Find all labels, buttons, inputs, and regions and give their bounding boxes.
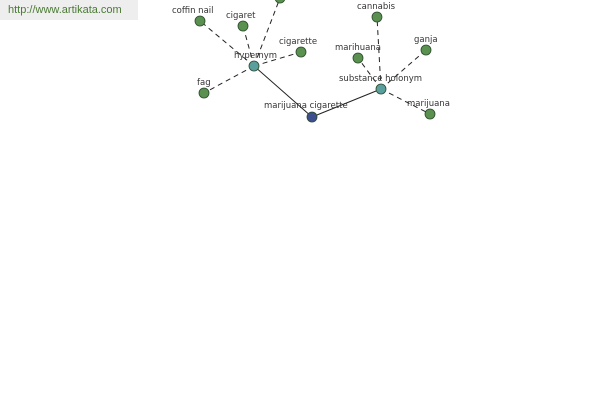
label-cigarette: cigarette [279,37,317,47]
node-marijuana[interactable] [424,108,436,120]
edge-hypernym-coffin-nail [199,20,255,67]
label-marihuana: marihuana [335,43,381,53]
edge-hypernym-cigarette [253,51,302,67]
node-root[interactable] [306,111,318,123]
edge-substance-holonym-marijuana [380,88,431,115]
source-url[interactable]: http://www.artikata.com [0,0,138,20]
edge-hypernym-fag [203,65,255,94]
label-cannabis: cannabis [357,2,396,12]
edge-hypernym-offscreen [253,0,280,67]
label-hypernym: hypernym [234,51,277,61]
label-root: marijuana cigarette [264,101,348,111]
label-cigaret: cigaret [226,11,256,21]
node-offscreen[interactable] [274,0,286,4]
label-fag: fag [197,78,211,88]
node-cigarette[interactable] [295,46,307,58]
node-cigaret[interactable] [237,20,249,32]
label-ganja: ganja [414,35,438,45]
node-ganja[interactable] [420,44,432,56]
node-coffin-nail[interactable] [194,15,206,27]
node-substance-holonym[interactable] [375,83,387,95]
label-marijuana: marijuana [407,99,450,109]
node-cannabis[interactable] [371,11,383,23]
edge-hypernym-cigaret [242,25,255,67]
graph-nodes [194,0,436,123]
edge-substance-holonym-cannabis [376,16,382,90]
node-hypernym[interactable] [248,60,260,72]
graph-edges [199,0,431,118]
node-fag[interactable] [198,87,210,99]
edge-substance-holonym-ganja [380,49,427,90]
label-substance-holonym: substance holonym [339,74,422,84]
label-coffin-nail: coffin nail [172,6,214,16]
edge-root-substance-holonym [311,88,382,118]
edge-substance-holonym-marihuana [357,57,382,90]
edge-root-hypernym [253,65,313,118]
graph-labels: coffin nail cigaret cigarette fag cannabis ma… [172,2,450,111]
node-marihuana[interactable] [352,52,364,64]
